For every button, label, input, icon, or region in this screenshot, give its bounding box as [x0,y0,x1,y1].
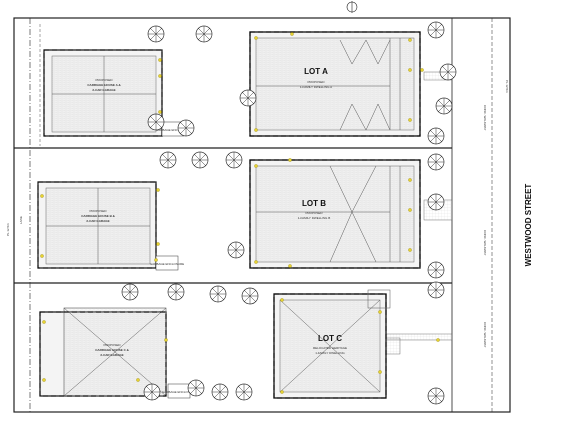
tree-icon [147,113,165,131]
light-fixture-icon [420,68,424,72]
tree-icon [439,63,457,81]
light-fixture-icon [408,68,412,72]
lot-b-dwelling: LOT B PROPOSED 1-FAMILY DWELLING B [249,159,421,269]
tree-icon [427,21,445,39]
light-fixture-icon [378,370,382,374]
carriage-a-line1: PROPOSED [95,78,113,82]
light-fixture-icon [408,38,412,42]
tree-icon [225,151,243,169]
light-fixture-icon [154,258,158,262]
light-fixture-icon [280,298,284,302]
annotations: CONC. WALKWAY CONC. WALKWAY CONC. WALKWA… [6,80,509,347]
tree-icon [427,261,445,279]
trees [121,21,457,405]
light-fixture-icon [254,36,258,40]
tree-icon [211,383,229,401]
light-fixture-icon [158,74,162,78]
tree-icon [167,283,185,301]
lot-a-dwelling: LOT A PROPOSED 1-FAMILY DWELLING A [249,31,421,137]
tree-icon [121,283,139,301]
tree-icon [239,89,257,107]
light-fixture-icon [280,390,284,394]
tree-icon [147,25,165,43]
walkway-label-c: CONC. WALKWAY [483,322,487,347]
carriage-a-line3: 2-CAR GARAGE [92,88,115,92]
tree-icon [241,287,259,305]
lot-a-line1: PROPOSED [307,80,325,84]
tree-icon [187,379,205,397]
lane-label: LANE [19,216,23,224]
pl-label-left: PL 12.5m [6,223,10,236]
tree-icon [427,153,445,171]
lot-c-line2: 1-FAMILY DWELLING [315,351,345,355]
light-fixture-icon [156,242,160,246]
light-fixture-icon [408,118,412,122]
carriage-house-c: PROPOSED CARRIAGE HOUSE C & 2-CAR GARAGE… [39,307,196,399]
light-fixture-icon [288,158,292,162]
light-fixture-icon [254,128,258,132]
light-fixture-icon [158,110,162,114]
walkway-label-b: CONC. WALKWAY [483,230,487,255]
light-fixture-icon [408,208,412,212]
light-fixture-icon [156,188,160,192]
tree-icon [177,119,195,137]
tree-icon [143,383,161,401]
light-fixture-icon [408,248,412,252]
light-fixture-icon [158,58,162,62]
tree-icon [191,151,209,169]
garbage-enclosure-c: GARBAGE ENCLOSURE [162,390,196,394]
light-fixture-icon [436,338,440,342]
tree-icon [195,25,213,43]
carriage-b-line3: 2-CAR GARAGE [86,219,109,223]
carriage-b-line2: CARRIAGE HOUSE B & [81,214,115,218]
north-arrow [346,1,358,13]
lot-c-dwelling: LOT C RELOCATED HERITAGE 1-FAMILY DWELLI… [273,289,391,399]
tree-icon [235,383,253,401]
carriage-c-line3: 2-CAR GARAGE [100,353,123,357]
lot-c-title: LOT C [318,334,342,343]
tree-icon [209,285,227,303]
carriage-c-line1: PROPOSED [103,343,121,347]
light-fixture-icon [288,264,292,268]
light-fixture-icon [164,338,168,342]
property-lines [13,17,511,413]
lot-a-title: LOT A [304,67,328,76]
carriage-house-b: PROPOSED CARRIAGE HOUSE B & 2-CAR GARAGE… [37,181,184,271]
tree-icon [159,151,177,169]
carriage-a-line2: CARRIAGE HOUSE A & [87,83,121,87]
carriage-b-line1: PROPOSED [89,209,107,213]
pl-label-right: PL 12.5m [505,80,509,93]
light-fixture-icon [408,178,412,182]
lot-a-line2: 1-FAMILY DWELLING A [300,85,332,89]
tree-icon [427,281,445,299]
lot-b-title: LOT B [302,199,326,208]
light-fixture-icon [136,378,140,382]
light-fixture-icon [290,32,294,36]
light-fixture-icon [378,310,382,314]
lot-b-line2: 1-FAMILY DWELLING B [298,216,330,220]
light-fixture-icon [42,320,46,324]
lot-c-line1: RELOCATED HERITAGE [313,346,347,350]
light-fixture-icon [254,164,258,168]
tree-icon [435,97,453,115]
lot-b-line1: PROPOSED [305,211,323,215]
tree-icon [427,193,445,211]
walkway-label-a: CONC. WALKWAY [483,105,487,130]
carriage-c-line2: CARRIAGE HOUSE C & [95,348,129,352]
street-name: WESTWOOD STREET [524,184,533,267]
light-fixture-icon [40,254,44,258]
garbage-enclosure-b: GARBAGE ENCLOSURE [150,262,184,266]
light-fixture-icon [254,260,258,264]
light-fixtures [40,32,440,394]
tree-icon [427,387,445,405]
carriage-house-a: PROPOSED CARRIAGE HOUSE A & 2-CAR GARAGE… [43,49,190,137]
tree-icon [427,127,445,145]
tree-icon [227,241,245,259]
light-fixture-icon [40,194,44,198]
garbage-enclosure-a: GARBAGE ENCLOSURE [156,128,190,132]
light-fixture-icon [42,378,46,382]
